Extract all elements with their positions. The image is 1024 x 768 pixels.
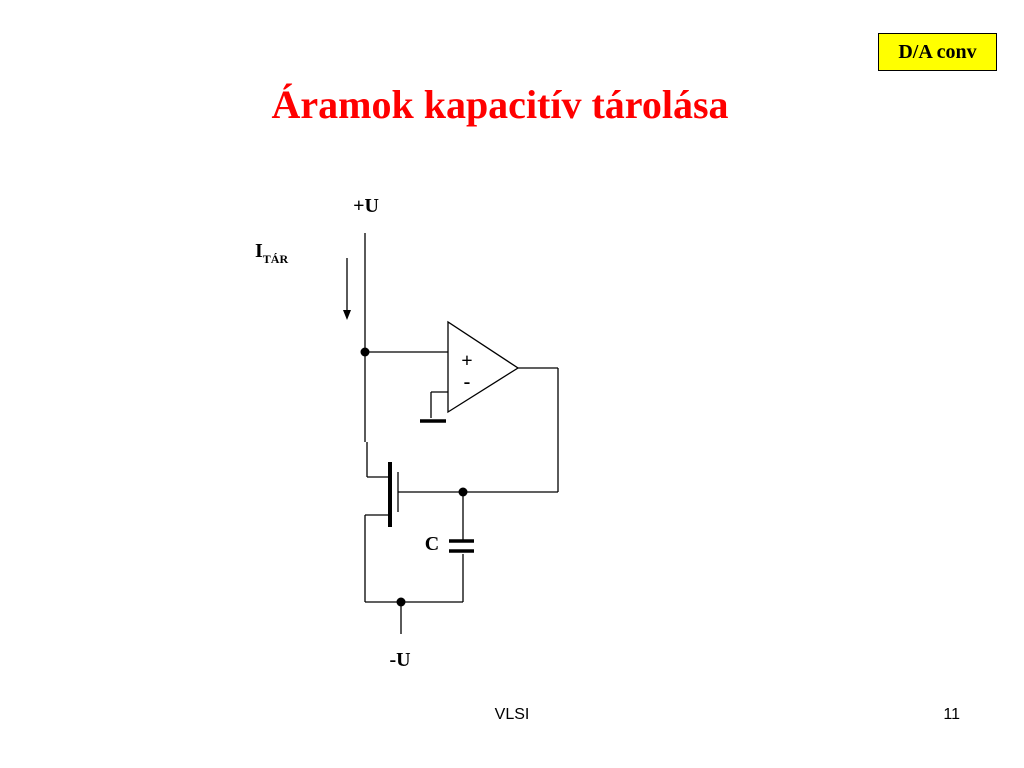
opamp-plus-label: + bbox=[461, 350, 472, 372]
input-node-dot bbox=[360, 347, 370, 357]
current-symbol: I bbox=[255, 240, 263, 262]
footer-course-name: VLSI bbox=[494, 706, 530, 723]
positive-supply-label: +U bbox=[353, 195, 379, 217]
slide-title: Áramok kapacitív tárolása bbox=[271, 82, 729, 127]
bottom-node-dot bbox=[396, 597, 406, 607]
opamp-minus-label: - bbox=[464, 371, 471, 393]
opamp-triangle bbox=[447, 320, 520, 414]
current-subscript: TÁR bbox=[263, 252, 289, 266]
capacitor-label: C bbox=[425, 533, 439, 555]
gate-node-dot bbox=[458, 487, 468, 497]
footer-page-number: 11 bbox=[943, 706, 960, 723]
topic-tag: D/A conv bbox=[878, 33, 997, 71]
current-label: ITÁR bbox=[255, 240, 288, 266]
negative-supply-label: -U bbox=[389, 649, 410, 671]
current-arrow-head bbox=[343, 310, 351, 320]
